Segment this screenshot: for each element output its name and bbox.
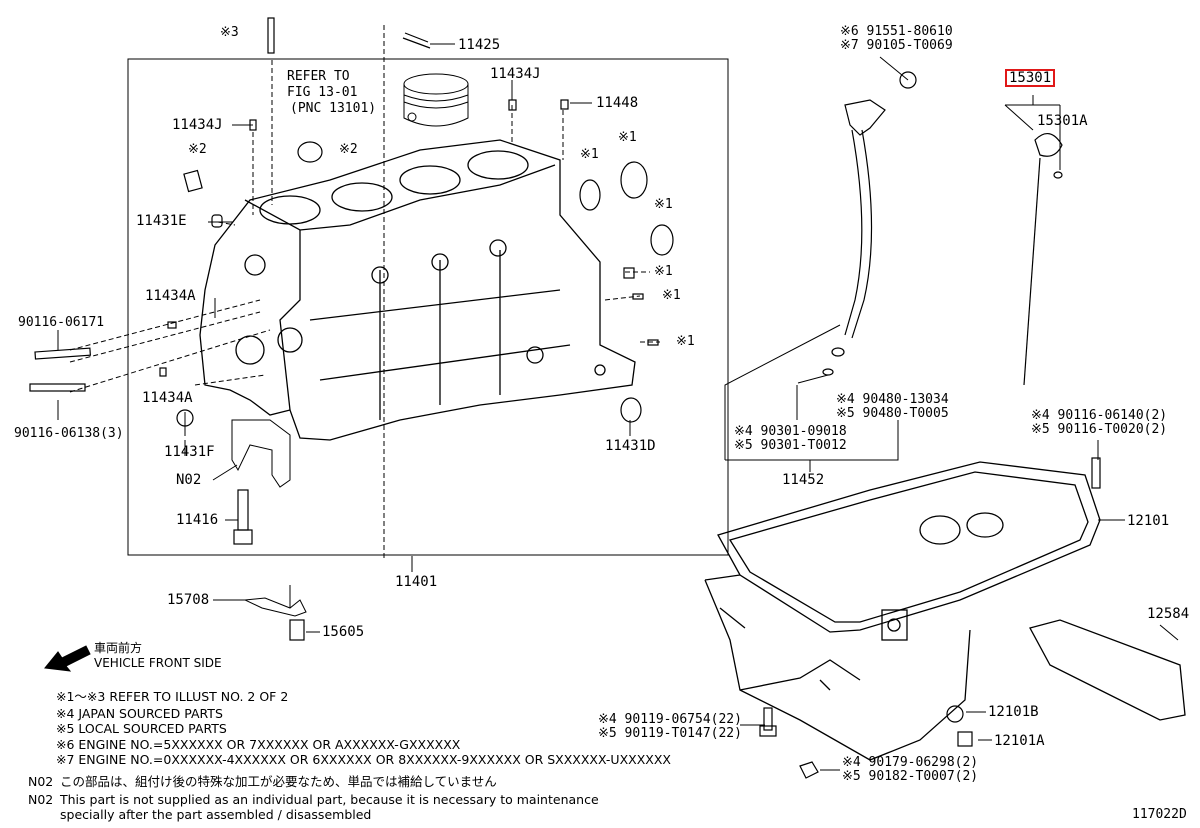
leader-lines-dashed	[69, 25, 660, 560]
part-90182-label[interactable]: ※5 90182-T0007(2)	[842, 769, 979, 784]
leader-lines-solid	[57, 43, 1179, 771]
part-11434A-a-label[interactable]: 11434A	[145, 288, 196, 304]
note-2: ※4 JAPAN SOURCED PARTS	[56, 706, 223, 721]
part-12101-label[interactable]: 12101	[1127, 513, 1170, 529]
part-11448-label[interactable]: 11448	[596, 95, 639, 111]
part-15301A-label[interactable]: 15301A	[1037, 113, 1088, 129]
part-N02-label[interactable]: N02	[176, 472, 202, 488]
vehicle-front-caption: 車両前方 VEHICLE FRONT SIDE	[94, 641, 222, 671]
baffle-plate-drawing	[1029, 619, 1186, 721]
part-11434A-b-label[interactable]: 11434A	[142, 390, 193, 406]
figure-code: 117022D	[1132, 807, 1187, 822]
part-90480-T0005-label[interactable]: ※5 90480-T0005	[836, 406, 949, 421]
part-90301-09018-label[interactable]: ※4 90301-09018	[734, 424, 847, 439]
vehicle-front-en: VEHICLE FRONT SIDE	[94, 656, 222, 670]
cylinder-block-drawing	[199, 139, 636, 441]
part-15708-label[interactable]: 15708	[167, 592, 210, 608]
piston-drawing	[403, 73, 469, 127]
part-90105-label[interactable]: ※7 90105-T0069	[840, 38, 953, 53]
part-12101B-label[interactable]: 12101B	[988, 704, 1039, 720]
mark-2b: ※2	[188, 142, 207, 157]
note-5: ※7 ENGINE NO.=0XXXXXX-4XXXXXX OR 6XXXXXX…	[56, 752, 671, 767]
refer-note-line3: (PNC 13101)	[290, 101, 377, 116]
part-90116-06171-label[interactable]: 90116-06171	[18, 315, 105, 330]
mark-3: ※3	[220, 25, 239, 40]
part-11431E-label[interactable]: 11431E	[136, 213, 187, 229]
part-11425-label[interactable]: 11425	[458, 37, 501, 53]
part-11431F-label[interactable]: 11431F	[164, 444, 215, 460]
part-12101A-label[interactable]: 12101A	[994, 733, 1045, 749]
part-90301-T0012-label[interactable]: ※5 90301-T0012	[734, 438, 847, 453]
bearing-cap-drawing	[231, 419, 291, 488]
part-90179-label[interactable]: ※4 90179-06298(2)	[842, 755, 979, 770]
note-7-code: N02	[28, 792, 54, 807]
part-90116-06138-label[interactable]: 90116-06138(3)	[14, 426, 124, 441]
part-11401-label[interactable]: 11401	[395, 574, 438, 590]
mark-1b: ※1	[580, 147, 599, 162]
part-90116-06140-label[interactable]: ※4 90116-06140(2)	[1031, 408, 1168, 423]
engine-block-frame	[127, 58, 729, 556]
part-11416-label[interactable]: 11416	[176, 512, 219, 528]
part-90119-T0147-label[interactable]: ※5 90119-T0147(22)	[598, 726, 742, 741]
part-11452-label[interactable]: 11452	[782, 472, 825, 488]
note-7b: specially after the part assembled / dis…	[60, 807, 372, 822]
mark-2a: ※2	[339, 142, 358, 157]
part-91551-label[interactable]: ※6 91551-80610	[840, 24, 953, 39]
part-12584-label[interactable]: 12584	[1147, 606, 1190, 622]
mark-1d: ※1	[654, 264, 673, 279]
vehicle-front-jp: 車両前方	[94, 641, 143, 655]
note-4: ※6 ENGINE NO.=5XXXXXX OR 7XXXXXX OR AXXX…	[56, 737, 461, 752]
part-90119-06754-label[interactable]: ※4 90119-06754(22)	[598, 712, 742, 727]
part-90480-13034-label[interactable]: ※4 90480-13034	[836, 392, 949, 407]
part-90116-T0020-label[interactable]: ※5 90116-T0020(2)	[1031, 422, 1168, 437]
mark-1f: ※1	[676, 334, 695, 349]
refer-note-line1: REFER TO	[287, 69, 350, 84]
vehicle-front-arrow	[44, 645, 91, 672]
part-11431D-label[interactable]: 11431D	[605, 438, 656, 454]
note-6: この部品は、組付け後の特殊な加工が必要なため、単品では補給していません	[60, 774, 497, 789]
dipstick-guide-drawing	[844, 99, 886, 339]
note-6-code: N02	[28, 774, 54, 789]
mark-1c: ※1	[654, 197, 673, 212]
note-1: ※1～※3 REFER TO ILLUST NO. 2 OF 2	[56, 689, 289, 704]
part-11434J-top-label[interactable]: 11434J	[490, 66, 541, 82]
note-7a: This part is not supplied as an individu…	[60, 792, 599, 807]
dipstick-drawing	[1023, 133, 1063, 386]
part-15301-label[interactable]: 15301	[1005, 69, 1056, 87]
mark-1a: ※1	[618, 130, 637, 145]
part-15605-label[interactable]: 15605	[322, 624, 365, 640]
bracket-15708-drawing	[243, 597, 307, 617]
mark-1e: ※1	[662, 288, 681, 303]
oil-pan-drawing	[704, 461, 1101, 761]
refer-note-line2: FIG 13-01	[287, 85, 358, 100]
part-11434J-left-label[interactable]: 11434J	[172, 117, 223, 133]
note-3: ※5 LOCAL SOURCED PARTS	[56, 721, 227, 736]
bolt-drawings	[29, 17, 1101, 779]
